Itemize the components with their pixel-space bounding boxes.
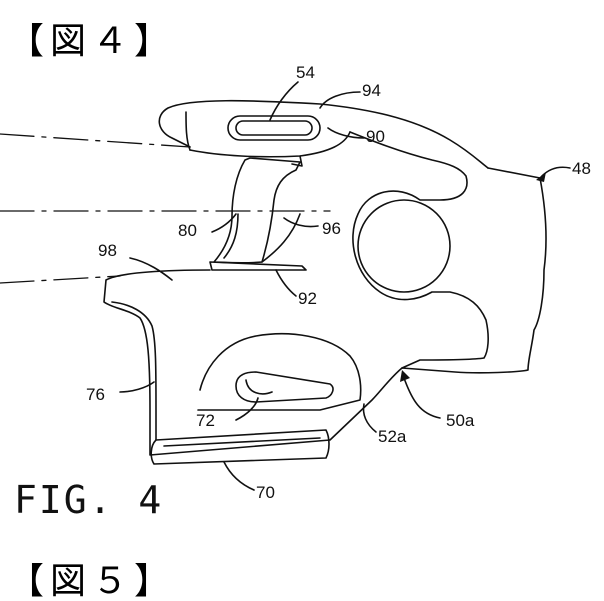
leader-48 <box>542 167 570 176</box>
leader-92 <box>276 270 296 296</box>
leader-70 <box>224 462 254 490</box>
ref-94: 94 <box>362 81 381 100</box>
ref-76: 76 <box>86 385 105 404</box>
figure-caption: FIG. 4 <box>14 478 163 522</box>
slot-54 <box>228 116 320 140</box>
ref-48: 48 <box>572 159 591 178</box>
figure-5-heading: 【図５】 <box>8 552 176 601</box>
leader-52a <box>364 404 377 432</box>
ref-96: 96 <box>322 219 341 238</box>
lower-projection-line <box>0 276 120 283</box>
ref-70: 70 <box>256 483 275 502</box>
ref-52a: 52a <box>378 427 407 446</box>
leader-98 <box>130 258 172 280</box>
top-hook-inner-edge <box>186 112 190 150</box>
ref-50a: 50a <box>446 411 475 430</box>
lower-window <box>198 334 361 410</box>
ref-98: 98 <box>98 241 117 260</box>
leader-96 <box>284 218 318 227</box>
ref-80: 80 <box>178 221 197 240</box>
leader-90 <box>328 128 364 138</box>
upper-projection-line <box>0 134 190 147</box>
leader-76 <box>120 382 154 392</box>
ref-72: 72 <box>196 411 215 430</box>
slot-92 <box>210 262 306 270</box>
slot-72 <box>236 372 333 402</box>
inner-scalloped-edge <box>350 132 488 368</box>
slot-72-inner <box>246 380 272 394</box>
slot-54-inner <box>236 121 312 135</box>
ref-92: 92 <box>298 289 317 308</box>
leader-50a <box>404 378 440 418</box>
ref-54: 54 <box>296 63 315 82</box>
top-hook-outline <box>159 101 488 168</box>
circular-cutout <box>358 200 450 292</box>
ref-90: 90 <box>366 127 385 146</box>
